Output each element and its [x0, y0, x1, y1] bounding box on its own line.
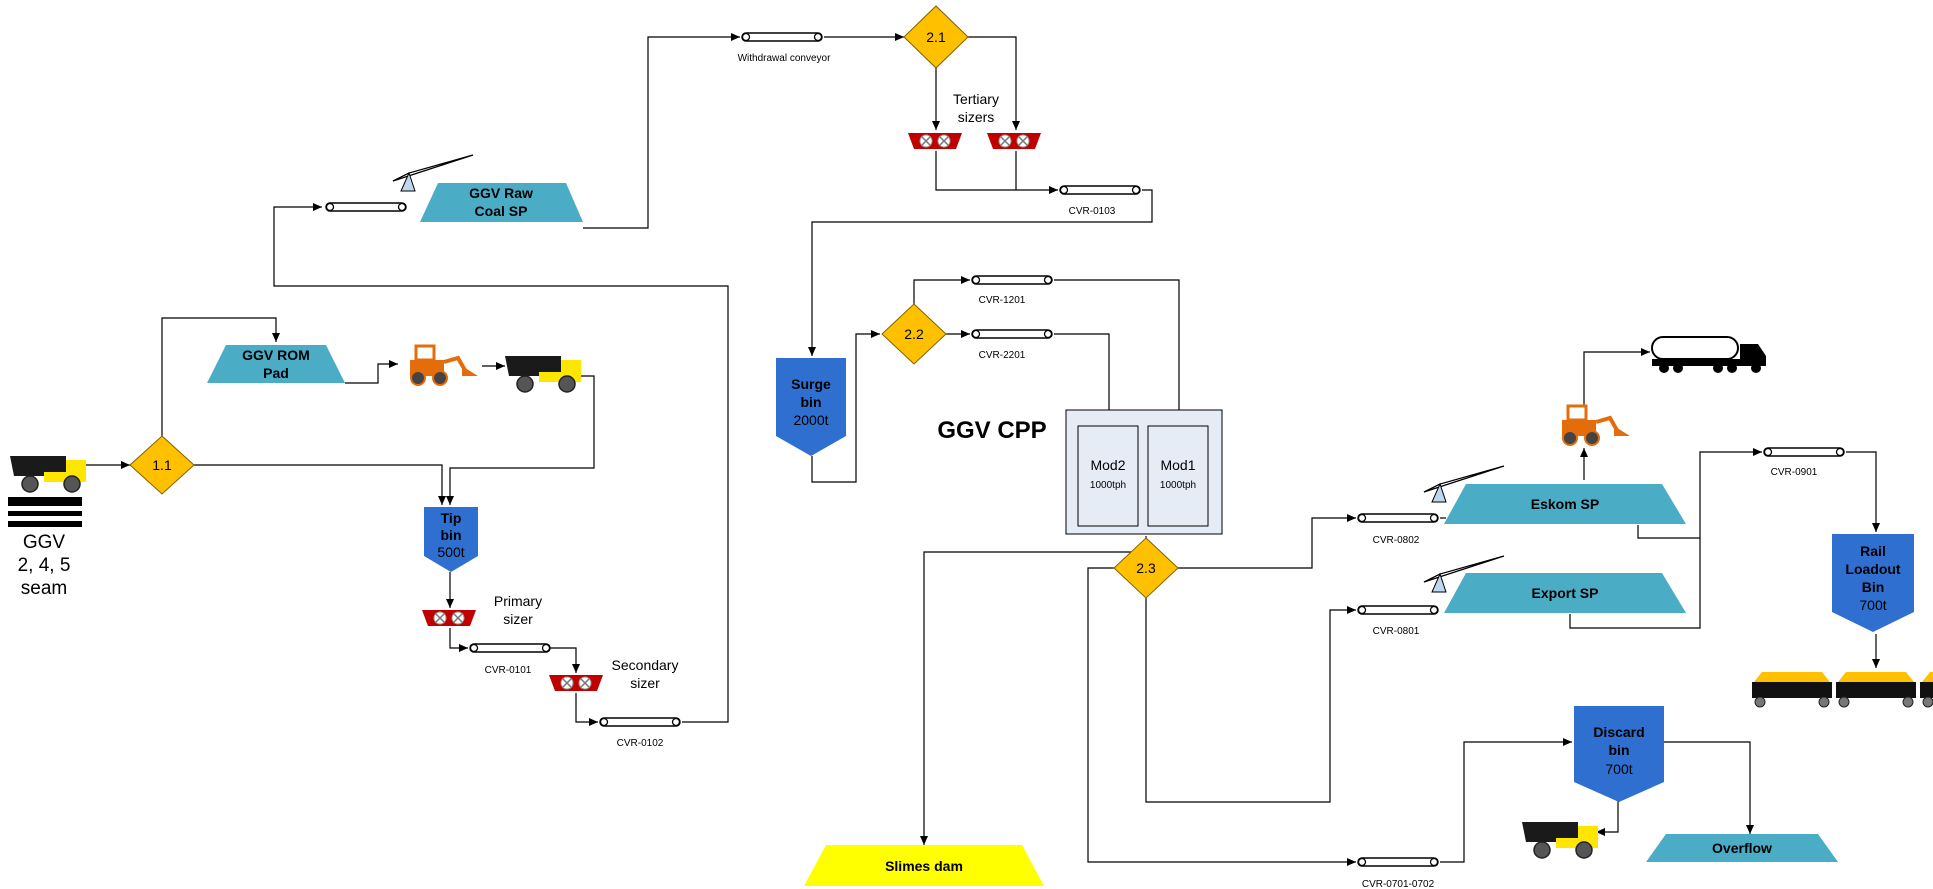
stockpile-label: Eskom SP [1531, 496, 1599, 512]
conveyor-cvr-0101: CVR-0101 [469, 643, 551, 676]
tanker-truck-icon [1651, 336, 1766, 373]
decision-2-3: 2.3 [1113, 537, 1179, 599]
rail-wagon-icon [1919, 671, 1933, 708]
conveyor-label: CVR-0901 [1771, 467, 1818, 478]
conveyor-label: CVR-0103 [1069, 206, 1116, 217]
haul-truck-icon [9, 455, 87, 493]
sizer-icon [907, 132, 963, 150]
sizer-icon [986, 132, 1042, 150]
haul-truck-icon [1521, 821, 1599, 859]
haul-truck-icon [504, 355, 582, 393]
seam-label-line1: GGV [23, 532, 66, 553]
decision-2-1: 2.1 [903, 5, 969, 69]
seam-label-line3: seam [21, 578, 67, 599]
seam-label-line2: 2, 4, 5 [18, 555, 71, 576]
rail-wagons [1751, 671, 1933, 708]
tertiary-sizers: Tertiary sizers [907, 91, 1042, 150]
sizer-label-line1: Secondary [612, 657, 679, 673]
module-rate: 1000tph [1090, 480, 1126, 491]
bin-tip: Tip bin 500t [424, 507, 478, 572]
conveyor-label: CVR-2201 [979, 350, 1026, 361]
conveyor-cvr-1201: CVR-1201 [971, 275, 1053, 306]
bin-rail-loadout: Rail Loadout Bin 700t [1832, 534, 1914, 632]
stockpile-raw-coal: GGV Raw Coal SP [420, 183, 583, 222]
front-end-loader-icon [1560, 404, 1632, 447]
module-name: Mod1 [1160, 457, 1195, 473]
stockpile-label-line1: GGV ROM [242, 347, 310, 363]
slimes-dam: Slimes dam [804, 845, 1044, 886]
cpp-module-mod1: Mod1 1000tph [1147, 425, 1209, 527]
sizer-label-line2: sizers [958, 109, 995, 125]
sizer-label-line1: Primary [494, 593, 542, 609]
decision-1-1: 1.1 [129, 435, 195, 495]
bin-label-line2: bin [1609, 742, 1630, 758]
conveyor-label: CVR-1201 [979, 295, 1026, 306]
conveyor-cvr-0801: CVR-0801 [1357, 605, 1439, 637]
bin-capacity: 2000t [793, 412, 828, 428]
conveyor-cvr-0901: CVR-0901 [1763, 447, 1845, 478]
sizer-label-line2: sizer [503, 611, 533, 627]
coal-seam-icon [8, 497, 82, 527]
sizer-label-line2: sizer [630, 675, 660, 691]
sizer-icon [421, 609, 477, 627]
decision-label: 2.3 [1136, 560, 1156, 576]
bin-label-line1: Tip [441, 510, 462, 526]
bin-capacity: 500t [437, 544, 464, 560]
bin-discard: Discard bin 700t [1574, 706, 1664, 802]
decision-2-2: 2.2 [881, 303, 947, 365]
decision-label: 2.2 [904, 326, 924, 342]
stockpile-rom-pad: GGV ROM Pad [207, 345, 345, 383]
secondary-sizer: Secondary sizer [548, 657, 679, 692]
conveyor-label: CVR-0701-0702 [1362, 879, 1435, 889]
conveyor-label: CVR-0801 [1373, 626, 1420, 637]
stockpile-label: Overflow [1712, 840, 1772, 856]
cpp-plant: GGV CPP Mod2 1000tph Mod1 1000tph [937, 409, 1223, 535]
conveyor-cvr-2201: CVR-2201 [971, 329, 1053, 361]
decision-label: 1.1 [152, 457, 172, 473]
conveyor-label: Withdrawal conveyor [738, 53, 831, 64]
bin-capacity: 700t [1859, 597, 1886, 613]
bin-label-line3: Bin [1862, 579, 1885, 595]
conveyor-label: CVR-0101 [485, 665, 532, 676]
stockpile-label-line2: Coal SP [475, 203, 528, 219]
bin-label-line1: Rail [1860, 543, 1886, 559]
conveyor-cvr-0802: CVR-0802 [1357, 513, 1439, 546]
bin-label-line1: Discard [1593, 724, 1644, 740]
module-name: Mod2 [1090, 457, 1125, 473]
bin-label-line2: Loadout [1845, 561, 1901, 577]
stockpile-overflow: Overflow [1646, 834, 1838, 862]
stockpile-label-line2: Pad [263, 365, 289, 381]
conveyor-label: CVR-0102 [617, 738, 664, 749]
primary-sizer: Primary sizer [421, 593, 542, 627]
bin-label-line2: bin [441, 527, 462, 543]
slimes-dam-label: Slimes dam [885, 858, 963, 874]
stockpile-label-line1: GGV Raw [469, 185, 533, 201]
conveyor-cvr-0103: CVR-0103 [1059, 185, 1141, 217]
conveyor-withdrawal: Withdrawal conveyor [738, 32, 831, 64]
front-end-loader-icon [408, 344, 480, 387]
module-rate: 1000tph [1160, 480, 1196, 491]
sizer-label-line1: Tertiary [953, 91, 999, 107]
conveyor-cvr-0701-0702: CVR-0701-0702 [1357, 857, 1439, 889]
cpp-title: GGV CPP [937, 417, 1046, 444]
sizer-icon [548, 674, 604, 692]
stockpile-label: Export SP [1532, 585, 1599, 601]
stockpile-export: Export SP [1444, 573, 1686, 613]
bin-surge: Surge bin 2000t [776, 358, 846, 456]
conveyor-feed-raw-coal [325, 202, 407, 212]
stockpile-eskom: Eskom SP [1444, 484, 1686, 524]
flow-lines [80, 33, 1880, 866]
conveyor-cvr-0102: CVR-0102 [599, 717, 681, 749]
conveyor-label: CVR-0802 [1373, 535, 1420, 546]
cpp-module-mod2: Mod2 1000tph [1077, 425, 1139, 527]
decision-label: 2.1 [926, 29, 946, 45]
bin-label-line2: bin [801, 394, 822, 410]
rail-wagon-icon [1751, 671, 1833, 708]
bin-capacity: 700t [1605, 761, 1632, 777]
bin-label-line1: Surge [791, 376, 831, 392]
rail-wagon-icon [1835, 671, 1917, 708]
seam-source: GGV 2, 4, 5 seam [8, 455, 87, 599]
